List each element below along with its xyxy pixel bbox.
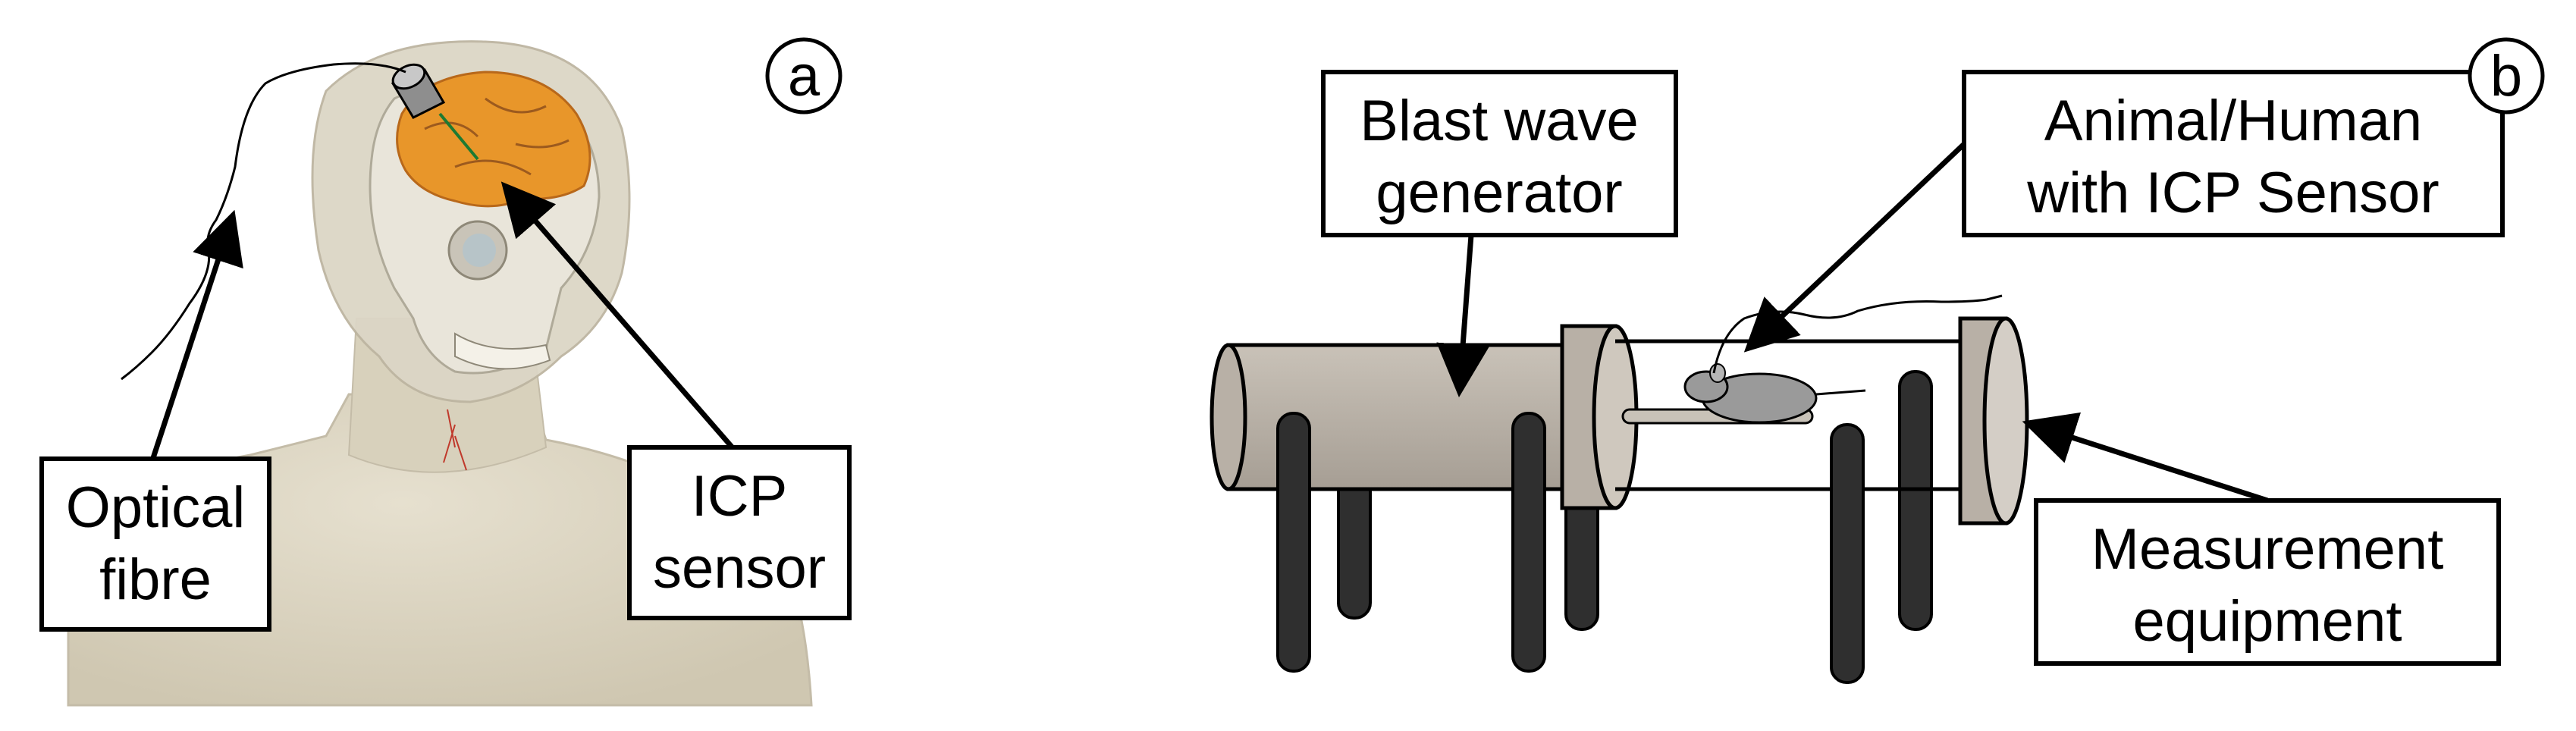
icp-sensor-label-line1: ICP — [692, 464, 788, 529]
sensor-wire — [1712, 294, 2003, 374]
svg-text:b: b — [2490, 44, 2522, 108]
eye — [463, 234, 496, 267]
leg-back-3 — [1898, 370, 1933, 631]
measurement-equipment-label: Measurement equipment — [2034, 498, 2501, 666]
optical-fibre — [121, 62, 406, 381]
subject-label-line2: with ICP Sensor — [2026, 161, 2440, 225]
icp-sensor-label-line2: sensor — [653, 536, 826, 601]
mouse-subject — [1683, 363, 1866, 424]
blood-vessels — [443, 409, 467, 471]
panel-b-letter: b — [2468, 37, 2545, 115]
brain-folds — [424, 97, 569, 176]
measurement-arrow — [2022, 412, 2269, 504]
panel-b: Blast wave generator Animal/Human with I… — [1210, 37, 2545, 684]
blast-tube — [1210, 324, 1639, 510]
panel-a-letter: a — [765, 37, 842, 115]
icp-sensor-device — [391, 63, 479, 161]
optical-fibre-label-line1: Optical — [66, 475, 246, 540]
blast-wave-generator-label-line2: generator — [1376, 161, 1622, 225]
blast-wave-generator-label-line1: Blast wave — [1360, 89, 1639, 153]
subject-arrow — [1743, 142, 1966, 353]
leg-front-2 — [1511, 412, 1546, 673]
leg-front-3 — [1830, 423, 1865, 684]
measurement-device — [1958, 316, 2029, 526]
optical-fibre-label: Optical fibre — [39, 456, 271, 632]
svg-text:a: a — [788, 44, 820, 108]
leg-front-1 — [1276, 412, 1311, 673]
icp-sensor-label: ICP sensor — [627, 445, 852, 620]
teeth — [454, 332, 551, 370]
optical-fibre-label-line2: fibre — [99, 547, 212, 612]
measurement-equipment-label-line2: equipment — [2133, 589, 2402, 654]
brain — [396, 71, 591, 208]
panel-a: Optical fibre ICP sensor a — [39, 37, 852, 707]
subject-label-line1: Animal/Human — [2044, 89, 2422, 153]
optical-fibre-arrow — [149, 209, 243, 464]
subject-label: Animal/Human with ICP Sensor — [1962, 70, 2505, 237]
blast-generator-arrow — [1436, 234, 1490, 397]
icp-sensor-arrow — [500, 181, 738, 453]
measurement-equipment-label-line1: Measurement — [2091, 517, 2444, 582]
blast-wave-generator-label: Blast wave generator — [1321, 70, 1678, 237]
